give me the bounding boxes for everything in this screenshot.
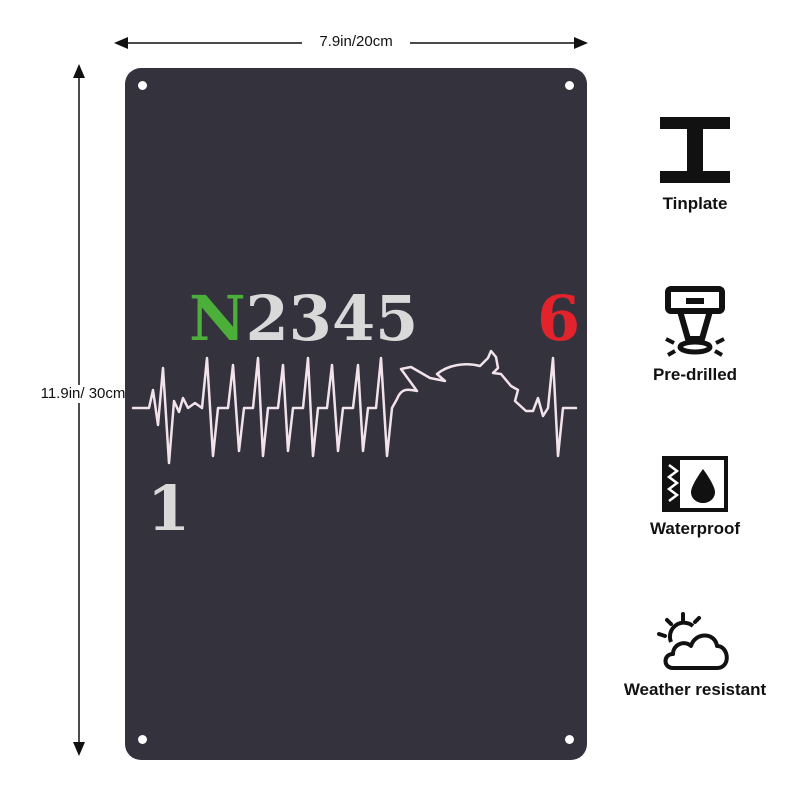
height-dimension-label: 11.9in/ 30cm	[28, 385, 138, 403]
heartbeat-motorcycle-line	[131, 349, 578, 465]
width-dimension-label: 7.9in/20cm	[302, 33, 410, 51]
drill-icon	[665, 286, 725, 357]
gear-sequence: N2345	[189, 288, 418, 350]
feature-label: Tinplate	[662, 194, 728, 213]
feature-label: Waterproof	[649, 519, 741, 538]
gear-neutral: N	[189, 282, 246, 355]
feature-waterproof: Waterproof	[610, 455, 780, 538]
gears-2-to-5: 2345	[245, 282, 419, 355]
feature-label: Pre-drilled	[652, 365, 738, 384]
feature-label: Weather resistant	[623, 680, 767, 699]
water-drop-icon	[662, 456, 728, 512]
gear-one: 1	[147, 472, 191, 545]
feature-pre-drilled: Pre-drilled	[610, 283, 780, 384]
gear-six: 6	[537, 282, 581, 355]
feature-tinplate: Tinplate	[610, 112, 780, 213]
i-beam-icon	[660, 117, 730, 183]
mounting-hole	[138, 81, 147, 90]
feature-list: Tinplate Pre-drilled Waterproof	[610, 0, 780, 800]
mounting-hole	[565, 735, 574, 744]
mounting-hole	[565, 81, 574, 90]
sun-cloud-icon	[657, 612, 729, 670]
metal-sign: N2345 6 1	[125, 68, 587, 760]
mounting-hole	[138, 735, 147, 744]
feature-weather-resistant: Weather resistant	[610, 612, 780, 699]
